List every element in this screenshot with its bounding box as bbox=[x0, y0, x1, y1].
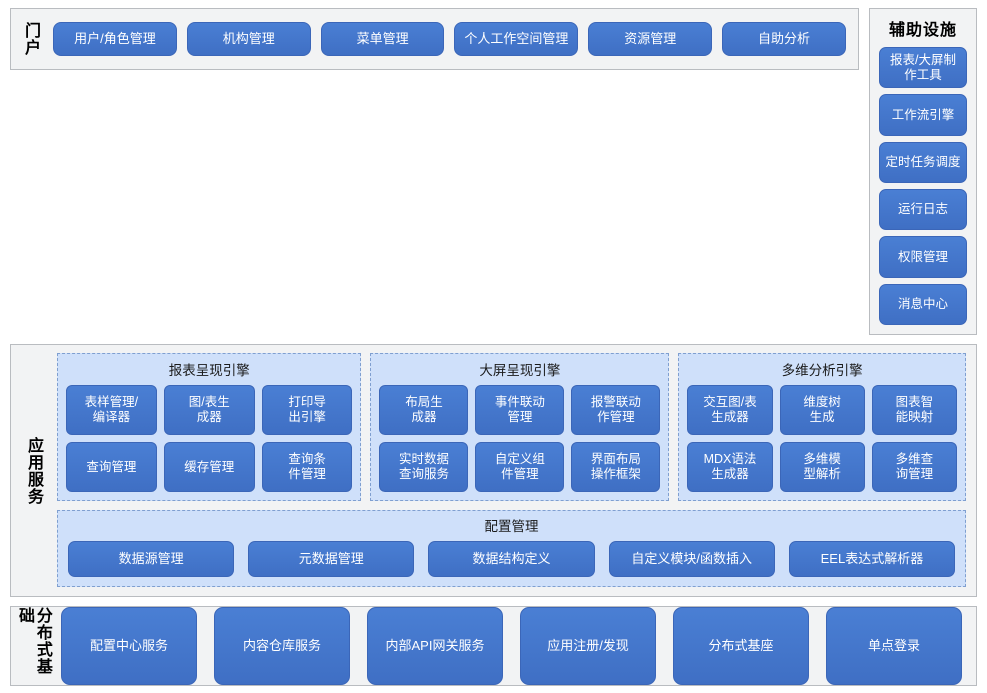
config-tile-list: 数据源管理 元数据管理 数据结构定义 自定义模块/函数插入 EEL表达式解析器 bbox=[68, 541, 956, 577]
application-services-section: 应用服务 报表呈现引擎 表样管理/ 编译器 图/表生 成器 打印导 出引擎 查询… bbox=[10, 344, 977, 597]
base-tile-content-repository-service[interactable]: 内容仓库服务 bbox=[214, 607, 350, 685]
aux-tile-message-center[interactable]: 消息中心 bbox=[879, 283, 967, 325]
base-tile-internal-api-gateway-service[interactable]: 内部API网关服务 bbox=[367, 607, 503, 685]
distributed-base-section: 分布式基础 配置中心服务 内容仓库服务 内部API网关服务 应用注册/发现 分布… bbox=[10, 606, 977, 686]
portal-tile-workspace[interactable]: 个人工作空间管理 bbox=[454, 22, 579, 56]
portal-tile-resource[interactable]: 资源管理 bbox=[588, 22, 713, 56]
engines-row: 报表呈现引擎 表样管理/ 编译器 图/表生 成器 打印导 出引擎 查询管理 缓存… bbox=[57, 353, 966, 501]
cell-screen-realtime-query-service[interactable]: 实时数据 查询服务 bbox=[379, 442, 469, 492]
aux-section-title: 辅助设施 bbox=[888, 22, 957, 39]
config-tile-custom-module-function[interactable]: 自定义模块/函数插入 bbox=[608, 541, 775, 577]
panel-report-engine-title: 报表呈现引擎 bbox=[168, 363, 250, 378]
config-tile-datasource-management[interactable]: 数据源管理 bbox=[68, 541, 235, 577]
portal-band-label: 门户 bbox=[21, 22, 39, 56]
base-tile-app-registry-discovery[interactable]: 应用注册/发现 bbox=[520, 607, 656, 685]
aux-tile-runtime-log[interactable]: 运行日志 bbox=[879, 188, 967, 231]
panel-bigscreen-engine-title: 大屏呈现引擎 bbox=[479, 363, 561, 378]
cell-report-query-management[interactable]: 查询管理 bbox=[66, 442, 157, 492]
base-tile-single-sign-on[interactable]: 单点登录 bbox=[826, 607, 962, 685]
aux-tile-report-bigscreen-tool[interactable]: 报表/大屏制 作工具 bbox=[879, 47, 967, 89]
portal-tile-list: 用户/角色管理 机构管理 菜单管理 个人工作空间管理 资源管理 自助分析 bbox=[49, 22, 858, 56]
portal-tile-menu[interactable]: 菜单管理 bbox=[320, 22, 445, 56]
aux-facilities-section: 辅助设施 报表/大屏制 作工具 工作流引擎 定时任务调度 运行日志 权限管理 消… bbox=[869, 8, 977, 335]
cell-screen-layout-generator[interactable]: 布局生 成器 bbox=[379, 385, 469, 435]
portal-tile-self-service-analysis[interactable]: 自助分析 bbox=[722, 22, 846, 56]
cell-olap-model-parsing[interactable]: 多维模 型解析 bbox=[779, 442, 865, 492]
aux-tile-workflow-engine[interactable]: 工作流引擎 bbox=[879, 94, 967, 136]
cell-report-query-condition-management[interactable]: 查询条 件管理 bbox=[261, 442, 353, 492]
cell-report-chart-generator[interactable]: 图/表生 成器 bbox=[163, 385, 255, 435]
cell-screen-custom-component-management[interactable]: 自定义组 件管理 bbox=[475, 442, 565, 492]
portal-tile-user-role[interactable]: 用户/角色管理 bbox=[53, 22, 177, 56]
panel-config-management-title: 配置管理 bbox=[484, 519, 539, 534]
cell-screen-alarm-action-management[interactable]: 报警联动 作管理 bbox=[571, 385, 661, 435]
panel-bigscreen-engine: 大屏呈现引擎 布局生 成器 事件联动 管理 报警联动 作管理 实时数据 查询服务… bbox=[370, 353, 670, 501]
application-services-body: 报表呈现引擎 表样管理/ 编译器 图/表生 成器 打印导 出引擎 查询管理 缓存… bbox=[55, 345, 976, 596]
aux-tile-permission-management[interactable]: 权限管理 bbox=[879, 236, 967, 278]
cell-olap-query-management[interactable]: 多维查 询管理 bbox=[871, 442, 957, 492]
cell-olap-interactive-chart-generator[interactable]: 交互图/表 生成器 bbox=[687, 385, 773, 435]
cell-olap-chart-smart-mapping[interactable]: 图表智 能映射 bbox=[871, 385, 957, 435]
panel-olap-engine: 多维分析引擎 交互图/表 生成器 维度树 生成 图表智 能映射 MDX语法 生成… bbox=[678, 353, 966, 501]
distributed-base-band-label: 分布式基础 bbox=[16, 607, 51, 675]
base-tile-config-center-service[interactable]: 配置中心服务 bbox=[61, 607, 197, 685]
aux-tile-list: 报表/大屏制 作工具 工作流引擎 定时任务调度 运行日志 权限管理 消息中心 bbox=[879, 47, 967, 325]
cell-olap-mdx-syntax-generator[interactable]: MDX语法 生成器 bbox=[687, 442, 773, 492]
aux-tile-scheduled-task[interactable]: 定时任务调度 bbox=[879, 141, 967, 183]
portal-section: 门户 用户/角色管理 机构管理 菜单管理 个人工作空间管理 资源管理 自助分析 bbox=[10, 8, 859, 70]
application-services-band-label: 应用服务 bbox=[24, 436, 42, 505]
cell-screen-event-linkage-management[interactable]: 事件联动 管理 bbox=[475, 385, 565, 435]
panel-olap-engine-grid: 交互图/表 生成器 维度树 生成 图表智 能映射 MDX语法 生成器 多维模 型… bbox=[687, 385, 957, 492]
portal-tile-org[interactable]: 机构管理 bbox=[186, 22, 311, 56]
cell-screen-ui-layout-framework[interactable]: 界面布局 操作框架 bbox=[571, 442, 661, 492]
cell-report-print-export-engine[interactable]: 打印导 出引擎 bbox=[261, 385, 353, 435]
top-row: 门户 用户/角色管理 机构管理 菜单管理 个人工作空间管理 资源管理 自助分析 … bbox=[10, 8, 977, 335]
distributed-base-tile-list: 配置中心服务 内容仓库服务 内部API网关服务 应用注册/发现 分布式基座 单点… bbox=[55, 607, 976, 685]
architecture-diagram: 门户 用户/角色管理 机构管理 菜单管理 个人工作空间管理 资源管理 自助分析 … bbox=[10, 8, 977, 686]
panel-report-engine: 报表呈现引擎 表样管理/ 编译器 图/表生 成器 打印导 出引擎 查询管理 缓存… bbox=[57, 353, 362, 501]
panel-olap-engine-title: 多维分析引擎 bbox=[781, 363, 863, 378]
panel-report-engine-grid: 表样管理/ 编译器 图/表生 成器 打印导 出引擎 查询管理 缓存管理 查询条 … bbox=[66, 385, 353, 492]
cell-report-cache-management[interactable]: 缓存管理 bbox=[163, 442, 255, 492]
cell-report-template-compiler[interactable]: 表样管理/ 编译器 bbox=[66, 385, 157, 435]
base-tile-distributed-foundation[interactable]: 分布式基座 bbox=[673, 607, 809, 685]
panel-config-management: 配置管理 数据源管理 元数据管理 数据结构定义 自定义模块/函数插入 EEL表达… bbox=[57, 510, 966, 587]
config-tile-data-structure-definition[interactable]: 数据结构定义 bbox=[428, 541, 595, 577]
panel-bigscreen-engine-grid: 布局生 成器 事件联动 管理 报警联动 作管理 实时数据 查询服务 自定义组 件… bbox=[379, 385, 661, 492]
config-tile-eel-expression-parser[interactable]: EEL表达式解析器 bbox=[788, 541, 956, 577]
cell-olap-dimension-tree-generation[interactable]: 维度树 生成 bbox=[779, 385, 865, 435]
config-tile-metadata-management[interactable]: 元数据管理 bbox=[248, 541, 415, 577]
